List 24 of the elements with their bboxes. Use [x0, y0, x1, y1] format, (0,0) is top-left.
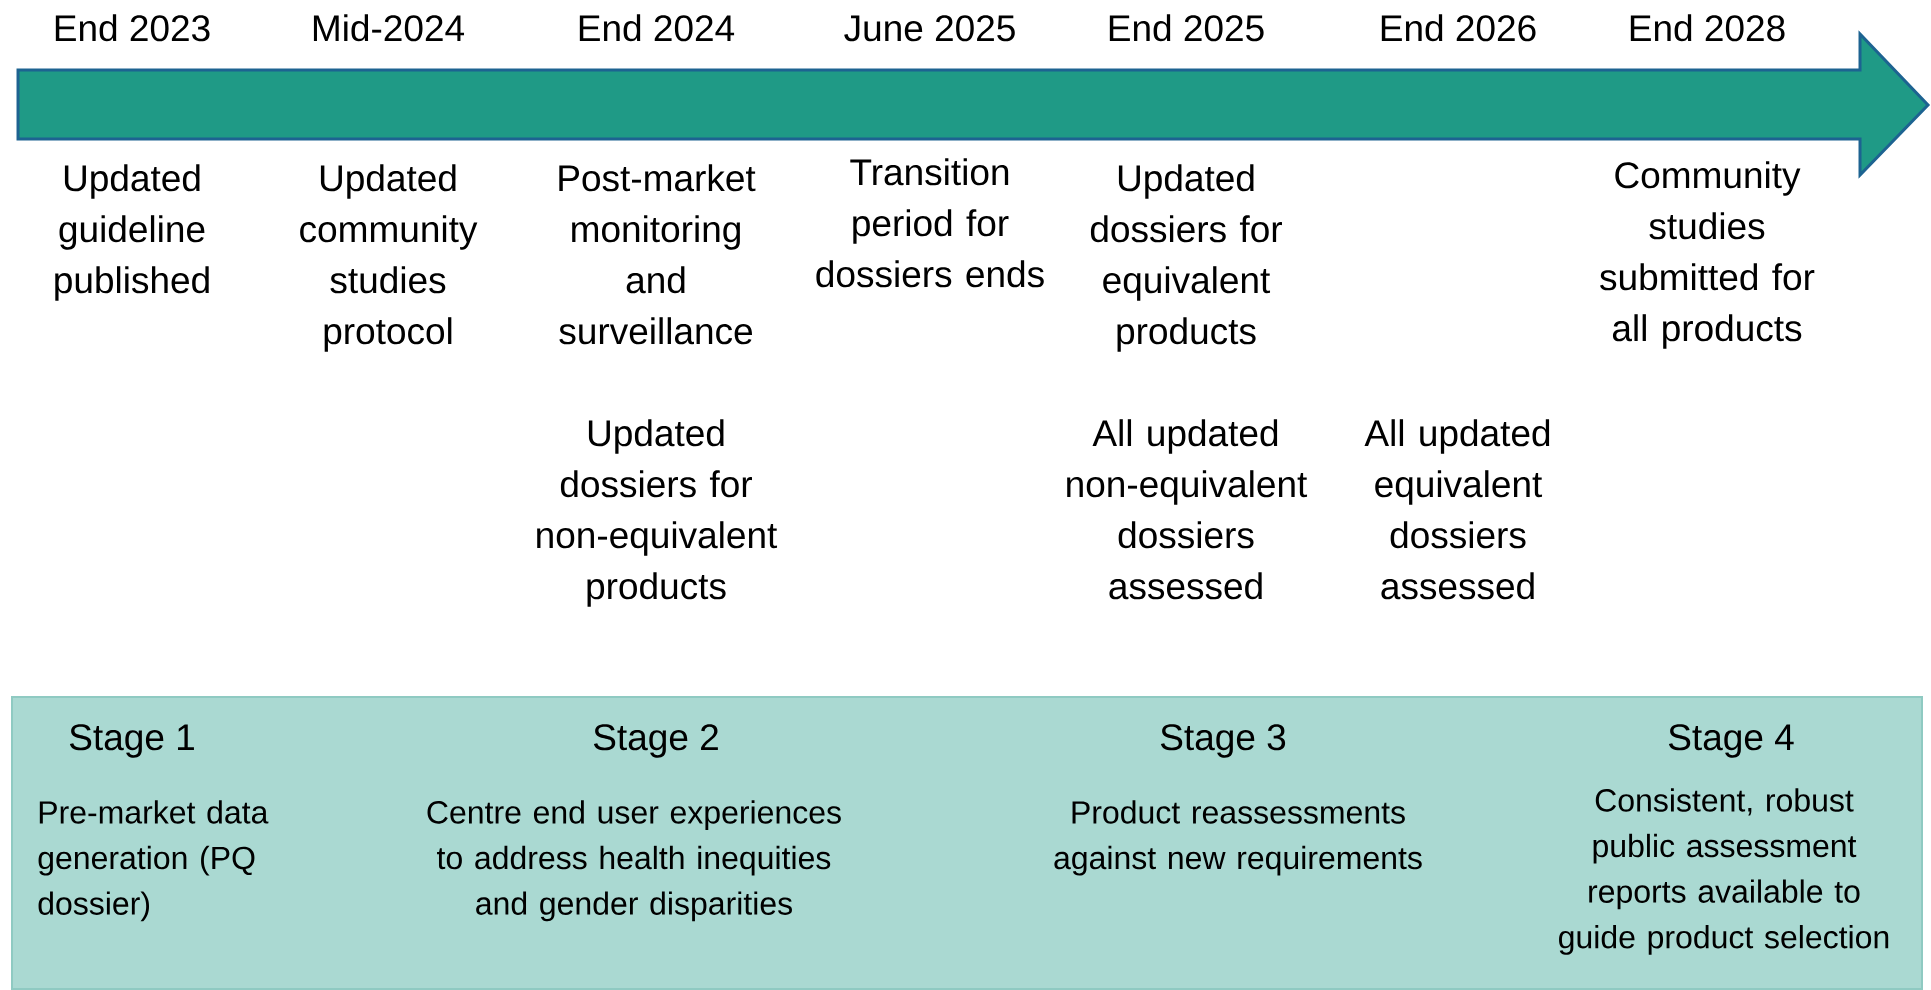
milestone-text: Updated dossiers for non-equivalent products [537, 419, 778, 607]
stage-heading: Stage 4 [1668, 724, 1794, 758]
milestone-text: Updated guideline published [55, 164, 209, 301]
date-label: End 2026 [1381, 14, 1536, 42]
milestone-text: Updated dossiers for equivalent products [1090, 164, 1282, 352]
date-label: End 2024 [579, 14, 735, 42]
date-label: End 2028 [1630, 14, 1785, 42]
stage-heading: Stage 2 [593, 724, 718, 758]
date-label: End 2023 [55, 14, 210, 42]
stage-heading: Stage 1 [69, 724, 194, 758]
milestone-text: Updated community studies protocol [300, 164, 478, 352]
milestone-text: Transition period for dossiers ends [816, 158, 1044, 288]
milestone-text: All updated non-equivalent dossiers assessed [1067, 419, 1308, 600]
stage-heading: Stage 3 [1160, 724, 1286, 758]
milestone-text: All updated equivalent dossiers assessed [1364, 419, 1550, 600]
date-label: End 2025 [1109, 14, 1264, 42]
stage-description: Product reassessments against new requirements [1054, 800, 1422, 876]
milestone-text: Post-market monitoring and surveillance [559, 164, 756, 345]
stage-description: Centre end user experiences to address health inequities and gender disparities [427, 800, 841, 922]
date-label: June 2025 [844, 15, 1015, 42]
milestone-text: Community studies submitted for all products [1600, 161, 1815, 349]
stage-description: Consistent, robust public assessment reports available to guide product selection [1559, 788, 1889, 955]
date-label: Mid-2024 [313, 14, 464, 42]
stage-description: Pre-market data generation (PQ dossier) [38, 800, 269, 922]
